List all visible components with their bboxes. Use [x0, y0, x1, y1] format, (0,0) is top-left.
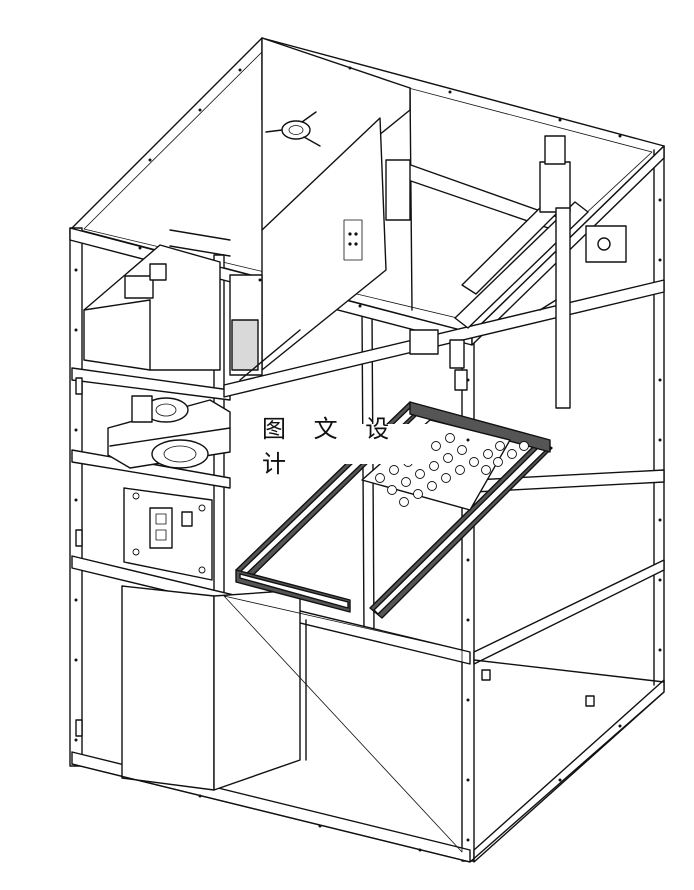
frame-bottom — [71, 619, 665, 863]
fastener-dots — [74, 66, 662, 852]
tray-frame — [235, 401, 553, 619]
left-upper-module — [83, 229, 231, 371]
center-panel — [229, 274, 301, 381]
cup-tray — [361, 419, 529, 511]
left-bracket-plate — [123, 487, 213, 581]
gantry-axis — [385, 135, 627, 409]
left-middle-module — [107, 395, 231, 469]
door-hinges — [75, 377, 595, 737]
watermark-label: 图 文 设 计 — [262, 415, 430, 478]
lower-cabinet — [121, 585, 463, 853]
z-motor — [409, 329, 468, 391]
